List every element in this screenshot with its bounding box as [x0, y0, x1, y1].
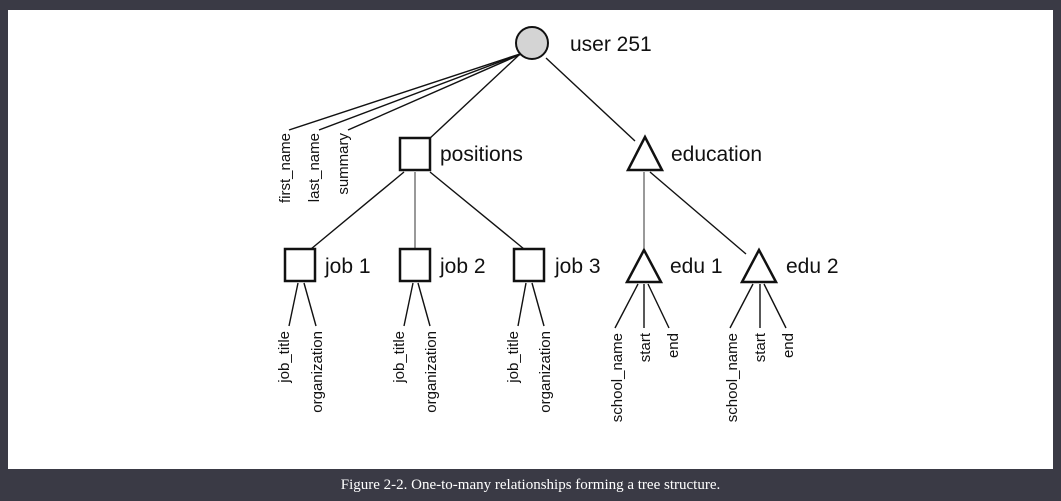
root-field-edges — [288, 51, 527, 131]
edu1-field-school-name: school_name — [609, 333, 626, 422]
edu1-field-start: start — [637, 332, 654, 362]
edu2-node-icon — [739, 247, 779, 284]
tree-diagram: user 251 positions education job 1 job 2… — [276, 26, 839, 422]
edu2-field-start: start — [752, 332, 769, 362]
edge-positions-job3 — [429, 171, 525, 250]
edu2-label: edu 2 — [786, 255, 839, 278]
job-field-edges — [288, 282, 545, 327]
root-node-icon — [515, 26, 549, 60]
job3-node-icon — [512, 247, 546, 283]
job3-label: job 3 — [554, 255, 601, 278]
positions-node-icon — [398, 136, 432, 172]
job2-field-job-title: job_title — [391, 331, 408, 384]
job2-label: job 2 — [439, 255, 486, 278]
positions-label: positions — [440, 143, 523, 166]
job1-node-icon — [283, 247, 317, 283]
edu2-field-school-name: school_name — [724, 333, 741, 422]
edu2-field-end: end — [780, 333, 797, 358]
edge-root-positions — [427, 54, 520, 141]
job1-field-organization: organization — [309, 331, 326, 413]
edge-positions-job1 — [310, 171, 405, 250]
education-label: education — [671, 143, 762, 166]
job1-label: job 1 — [324, 255, 371, 278]
edge-root-education — [545, 57, 636, 142]
diagram-frame: user 251 positions education job 1 job 2… — [8, 10, 1053, 469]
root-field-summary: summary — [335, 133, 352, 195]
job2-field-organization: organization — [423, 331, 440, 413]
figure-caption: Figure 2-2. One-to-many relationships fo… — [340, 476, 721, 493]
root-field-first-name: first_name — [277, 133, 294, 203]
root-label: user 251 — [570, 33, 652, 56]
top-bar — [0, 0, 1061, 10]
edu-field-edges — [614, 283, 787, 329]
edu1-field-end: end — [665, 333, 682, 358]
job1-field-job-title: job_title — [276, 331, 293, 384]
edu1-node-icon — [624, 247, 664, 284]
root-field-last-name: last_name — [306, 133, 323, 202]
education-node-icon — [625, 134, 665, 172]
job2-node-icon — [398, 247, 432, 283]
edu1-label: edu 1 — [670, 255, 723, 278]
edge-education-edu2 — [649, 171, 747, 255]
job3-field-job-title: job_title — [505, 331, 522, 384]
job3-field-organization: organization — [537, 331, 554, 413]
